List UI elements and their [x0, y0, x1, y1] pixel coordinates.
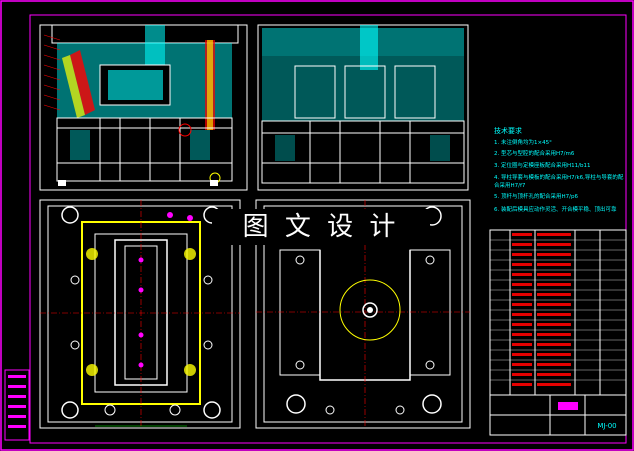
drawing-number: MJ-00: [597, 422, 617, 430]
revision-block: [4, 369, 30, 441]
plan-view-right: [255, 199, 471, 429]
plan-view-left: [39, 199, 241, 429]
parts-list-table: [489, 229, 627, 396]
watermark-text: 图 文 设 计: [212, 209, 430, 245]
note-item: 6. 装配后模具应动作灵活、开合模平稳、顶出可靠: [494, 206, 617, 213]
note-item: 4. 导柱导套与模板的配合采用H7/k6,导柱与导套的配合采用H7/f7: [494, 175, 624, 189]
section-view-right: [257, 24, 469, 191]
notes-heading: 技术要求: [494, 127, 522, 135]
inner-frame: [29, 14, 627, 444]
note-item: 1. 未注倒角均为1×45°: [494, 139, 552, 146]
title-block: [489, 394, 627, 436]
note-item: 5. 顶杆与顶杆孔的配合采用H7/p6: [494, 194, 578, 200]
section-view-left: [39, 24, 248, 191]
note-item: 2. 型芯与型腔的配合采用H7/m6: [494, 151, 575, 157]
note-item: 3. 定位圈与定模座板配合采用H11/b11: [494, 162, 591, 169]
technical-notes: 技术要求 1. 未注倒角均为1×45° 2. 型芯与型腔的配合采用H7/m6 3…: [494, 126, 624, 216]
